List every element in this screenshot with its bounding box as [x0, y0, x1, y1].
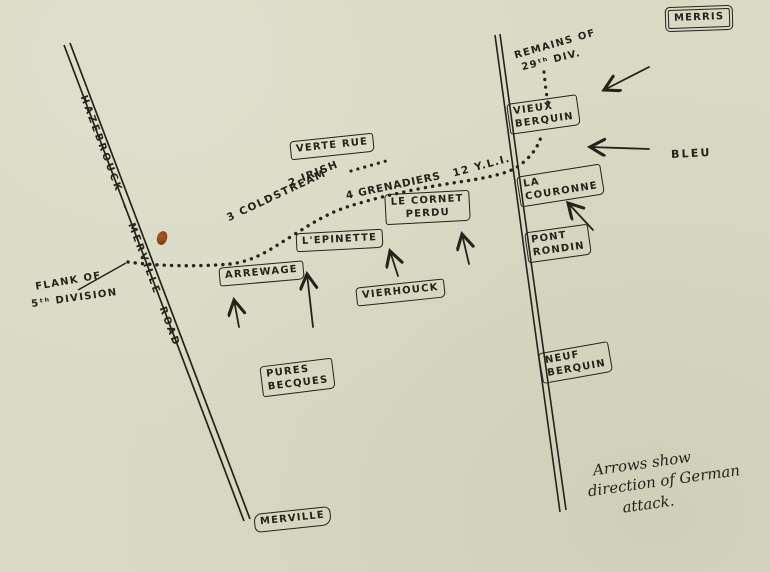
- place-label: ARREWAGE: [224, 263, 299, 282]
- place-label: L'EPINETTE: [301, 232, 378, 247]
- attack-arrow-couronne: [568, 203, 594, 231]
- place-label: MERVILLE: [259, 509, 326, 528]
- road-berquin: [494, 33, 567, 513]
- irish-leader-dots: [349, 159, 388, 173]
- attack-arrow-centre: [307, 274, 313, 328]
- attack-arrow-bleu: [590, 147, 650, 149]
- attack-arrow-cornet: [462, 234, 469, 265]
- place-box-le-cornet-perdu: LE CORNET PERDU: [384, 189, 471, 226]
- place-label-bleu: BLEU: [670, 145, 712, 162]
- place-box-merris: MERRIS: [664, 4, 734, 32]
- attack-arrow-arrewage: [234, 300, 239, 328]
- place-label: MERRIS: [673, 11, 725, 24]
- flank-leader-line: [77, 262, 127, 291]
- road-hazebrouck-merville: [63, 42, 251, 522]
- front-line-dotted-north: [542, 70, 550, 105]
- attack-arrow-vierhouck: [390, 251, 398, 277]
- front-line-dotted: [126, 135, 543, 268]
- attack-arrow-northeast: [604, 66, 650, 90]
